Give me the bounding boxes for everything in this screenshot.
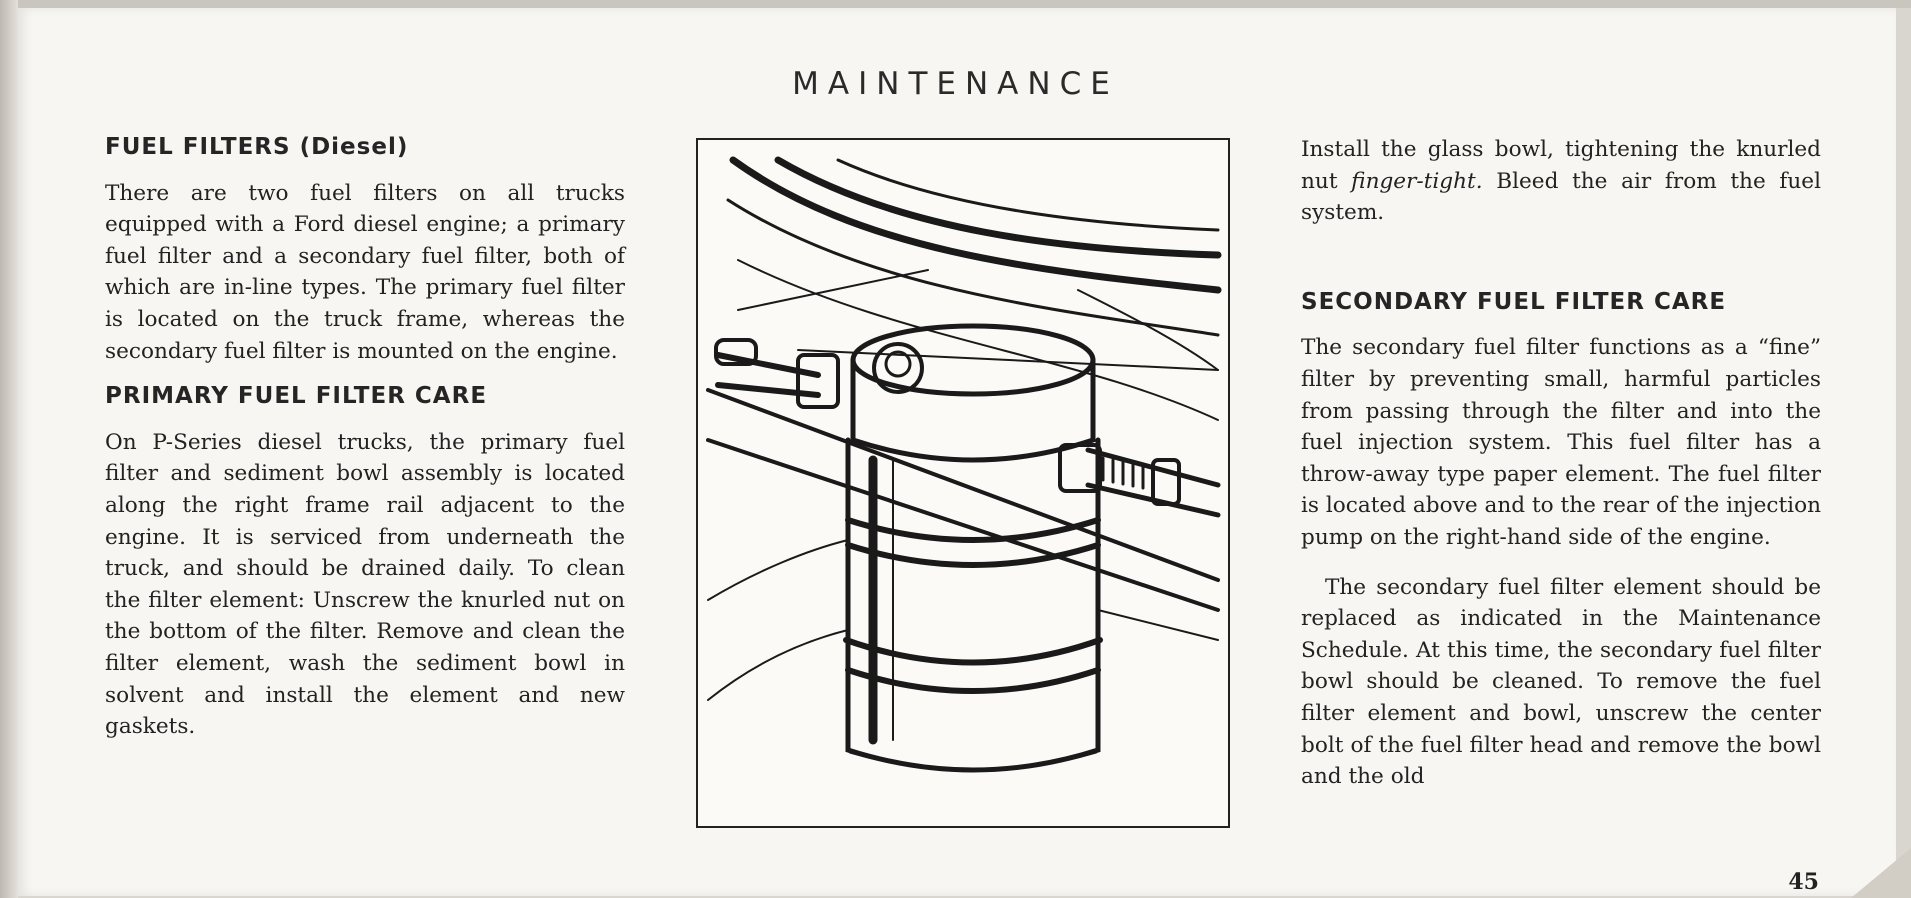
secondary-filter-heading: SECONDARY FUEL FILTER CARE xyxy=(1301,288,1727,315)
finger-tight-emphasis: finger-tight. xyxy=(1351,168,1483,194)
fuel-filter-drawing xyxy=(706,156,1222,773)
secondary-filter-replacement-paragraph: The secondary fuel filter element should… xyxy=(1301,574,1821,790)
fuel-filter-illustration xyxy=(696,138,1230,828)
install-text-start: Install the glass bowl, tightening the k… xyxy=(1301,137,1821,194)
install-bowl-paragraph: Install the glass bowl, tightening the k… xyxy=(1301,134,1821,229)
fuel-filters-paragraph: There are two fuel filters on all trucks… xyxy=(105,180,625,364)
left-column: FUEL FILTERS (Diesel) There are two fuel… xyxy=(105,132,625,743)
secondary-filter-paragraph: The secondary fuel filter functions as a… xyxy=(1301,335,1821,550)
page-binding-edge xyxy=(0,0,18,898)
right-column: Install the glass bowl, tightening the k… xyxy=(1301,134,1821,793)
install-text-end: Bleed the air from the fuel system. xyxy=(1301,168,1821,226)
primary-filter-paragraph: On P-Series diesel trucks, the primary f… xyxy=(105,429,625,740)
page-corner-curl xyxy=(1851,848,1911,898)
page-number: 45 xyxy=(1788,869,1819,895)
page-header: MAINTENANCE xyxy=(792,66,1119,102)
primary-filter-heading: PRIMARY FUEL FILTER CARE xyxy=(105,383,488,410)
fuel-filters-heading: FUEL FILTERS (Diesel) xyxy=(105,134,409,160)
scan-top-edge xyxy=(0,0,1911,8)
